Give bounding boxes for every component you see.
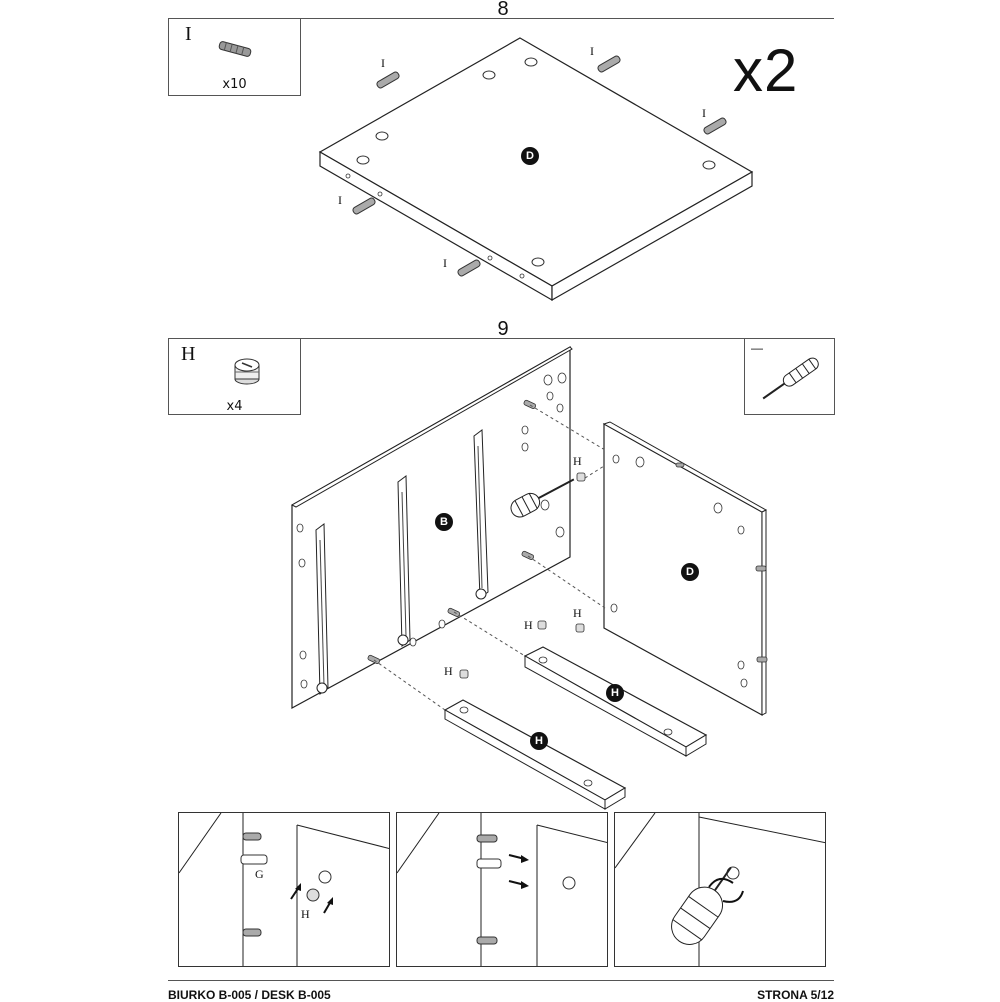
panel-b-badge: B [435,513,453,531]
dowel-icon [218,41,252,57]
part-letter: I [185,23,192,45]
detail-panel-tighten [614,812,826,967]
step-9-tool-box: — [744,338,835,415]
dowel-pins [352,55,727,277]
step-8-divider [168,18,834,19]
part-quantity: x4 [226,399,243,414]
dowel-label: I [702,106,706,120]
part-letter: H [181,343,196,365]
step-9-divider [168,338,834,339]
screwdriver-icon [762,357,819,400]
panel-d-badge: D [521,147,539,165]
dowel-label: I [443,256,447,270]
detail-panel-join [396,812,608,967]
step-8-part-box: I x10 [168,18,301,96]
connector-label: H [444,664,453,678]
part-quantity: x10 [222,77,247,92]
detail-panel-insert: G H [178,812,390,967]
tool-label: — [751,341,763,355]
step-9-assembly-drawing [290,345,768,810]
footer-page-number: STRONA 5/12 [757,988,834,1002]
rail-upper-badge: H [606,684,624,702]
connector-label: H [573,454,582,468]
dowel-label: I [590,44,594,58]
connector-label: H [573,606,582,620]
step-9-number: 9 [497,318,509,340]
panel-d-badge: D [681,563,699,581]
rail-lower-badge: H [530,732,548,750]
footer-divider [168,980,834,981]
dowel-label: I [381,56,385,70]
dowel-label: I [338,193,342,207]
step-9-part-box: H x4 [168,338,301,415]
footer-product-name: BIURKO B-005 / DESK B-005 [168,988,331,1002]
connector-label: H [524,618,533,632]
detail-label-g: G [255,867,264,881]
cam-lock-icon [234,358,260,385]
step-8-number: 8 [497,0,509,20]
multiplier-label: x2 [733,37,799,104]
detail-label-h: H [301,907,310,921]
